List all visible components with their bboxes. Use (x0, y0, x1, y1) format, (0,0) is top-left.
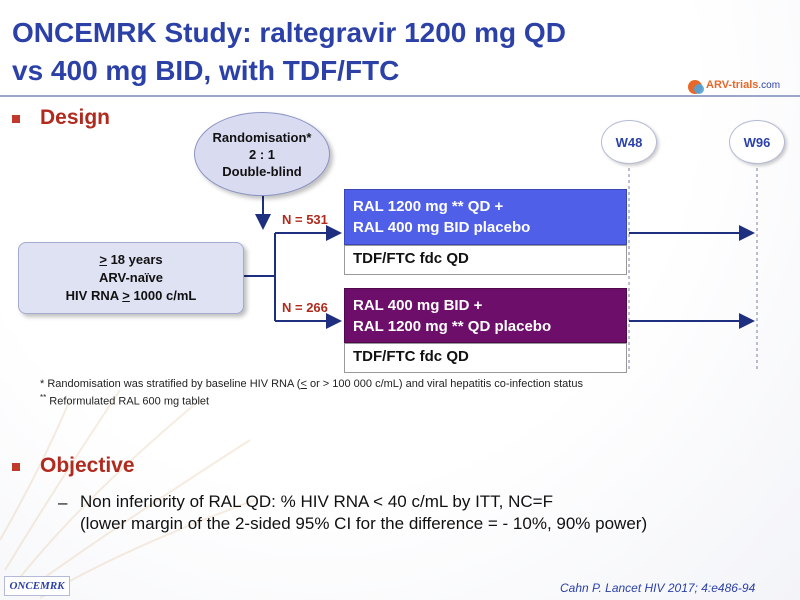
randomisation-node: Randomisation* 2 : 1 Double-blind (194, 112, 330, 196)
randomisation-ratio: 2 : 1 (248, 146, 275, 162)
arm1-backbone-box: TDF/FTC fdc QD (344, 245, 627, 275)
arm2-n-label: N = 266 (282, 300, 328, 315)
logo-text: ARV-trials.com (706, 79, 780, 91)
population-age-text: 18 years (106, 252, 163, 267)
title-divider (0, 95, 800, 97)
footnote-2-text: Reformulated RAL 600 mg tablet (46, 395, 210, 408)
arm2-line2: RAL 1200 mg ** QD placebo (353, 318, 552, 335)
footnote-randomisation: * Randomisation was stratified by baseli… (40, 378, 583, 390)
le-symbol: < (300, 378, 307, 390)
logo-brand: ARV-trials (706, 79, 759, 91)
randomisation-label: Randomisation* (212, 129, 312, 145)
objective-dash: – (58, 493, 68, 512)
title-line-2: vs 400 mg BID, with TDF/FTC (12, 55, 400, 86)
objective-line-2: (lower margin of the 2-sided 95% CI for … (80, 514, 648, 533)
slide-title: ONCEMRK Study: raltegravir 1200 mg QD vs… (12, 14, 712, 90)
randomisation-blinding: Double-blind (222, 163, 302, 179)
logo-mark-accent (694, 84, 704, 94)
title-line-1: ONCEMRK Study: raltegravir 1200 mg QD (12, 17, 566, 48)
arm1-n-label: N = 531 (282, 212, 328, 227)
design-bullet-icon (12, 115, 20, 123)
study-badge: ONCEMRK (4, 576, 70, 596)
footnote-2-mark: ** (40, 393, 47, 402)
logo-domain: .com (758, 80, 781, 91)
week-96-marker: W96 (729, 120, 785, 164)
ge-symbol: > (99, 252, 107, 267)
arm1-line2: RAL 400 mg BID placebo (353, 219, 531, 236)
arm2-backbone-box: TDF/FTC fdc QD (344, 343, 627, 373)
ge-symbol: > (122, 288, 130, 303)
population-rna-pre: HIV RNA (65, 288, 123, 303)
week-48-marker: W48 (601, 120, 657, 164)
arv-trials-logo: ARV-trials.com (688, 78, 798, 96)
population-rna-text: 1000 c/mL (129, 288, 197, 303)
footnote-reformulation: ** Reformulated RAL 600 mg tablet (40, 393, 209, 408)
citation: Cahn P. Lancet HIV 2017; 4:e486-94 (560, 581, 756, 595)
population-rna: HIV RNA > 1000 c/mL (66, 287, 197, 305)
population-age: > 18 years (99, 251, 162, 269)
population-box: > 18 years ARV-naïve HIV RNA > 1000 c/mL (18, 242, 244, 314)
arm1-line1: RAL 1200 mg ** QD + (353, 198, 504, 215)
arm2-line1: RAL 400 mg BID + (353, 297, 483, 314)
footnote-1-post: or > 100 000 c/mL) and viral hepatitis c… (306, 378, 583, 390)
objective-heading: Objective (40, 454, 135, 477)
objective-bullet-icon (12, 463, 20, 471)
population-status: ARV-naïve (98, 270, 164, 285)
design-heading: Design (40, 106, 111, 129)
arm2-regimen-box: RAL 400 mg BID + RAL 1200 mg ** QD place… (344, 288, 627, 343)
objective-line-1: Non inferiority of RAL QD: % HIV RNA < 4… (80, 492, 553, 511)
arm1-regimen-box: RAL 1200 mg ** QD + RAL 400 mg BID place… (344, 189, 627, 245)
footnote-1-pre: * Randomisation was stratified by baseli… (40, 378, 301, 390)
